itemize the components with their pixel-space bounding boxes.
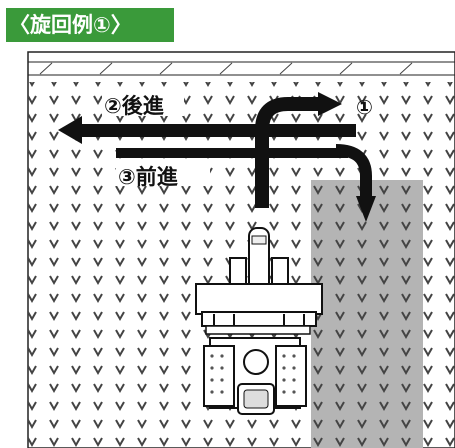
front-wheel-right bbox=[271, 257, 289, 287]
label-step2: ②後進 bbox=[104, 94, 164, 118]
diagram-title: 〈旋回例①〉 bbox=[6, 8, 174, 42]
arrow-step1-turn bbox=[255, 92, 342, 208]
label-step1: ① bbox=[356, 95, 373, 119]
tractor-rear bbox=[203, 337, 307, 415]
front-wheel-left bbox=[229, 257, 247, 287]
rear-wheel-left bbox=[203, 345, 235, 407]
arrow-step2-reverse bbox=[58, 116, 356, 144]
arrow-step3-forward bbox=[335, 144, 376, 222]
label-step3: ③前進 bbox=[118, 165, 178, 189]
rear-wheel-right bbox=[275, 345, 307, 407]
steering-wheel bbox=[243, 349, 269, 375]
rotary-tiller-icon bbox=[195, 283, 323, 335]
forward-line bbox=[116, 148, 348, 158]
headland-hatching bbox=[39, 62, 413, 75]
